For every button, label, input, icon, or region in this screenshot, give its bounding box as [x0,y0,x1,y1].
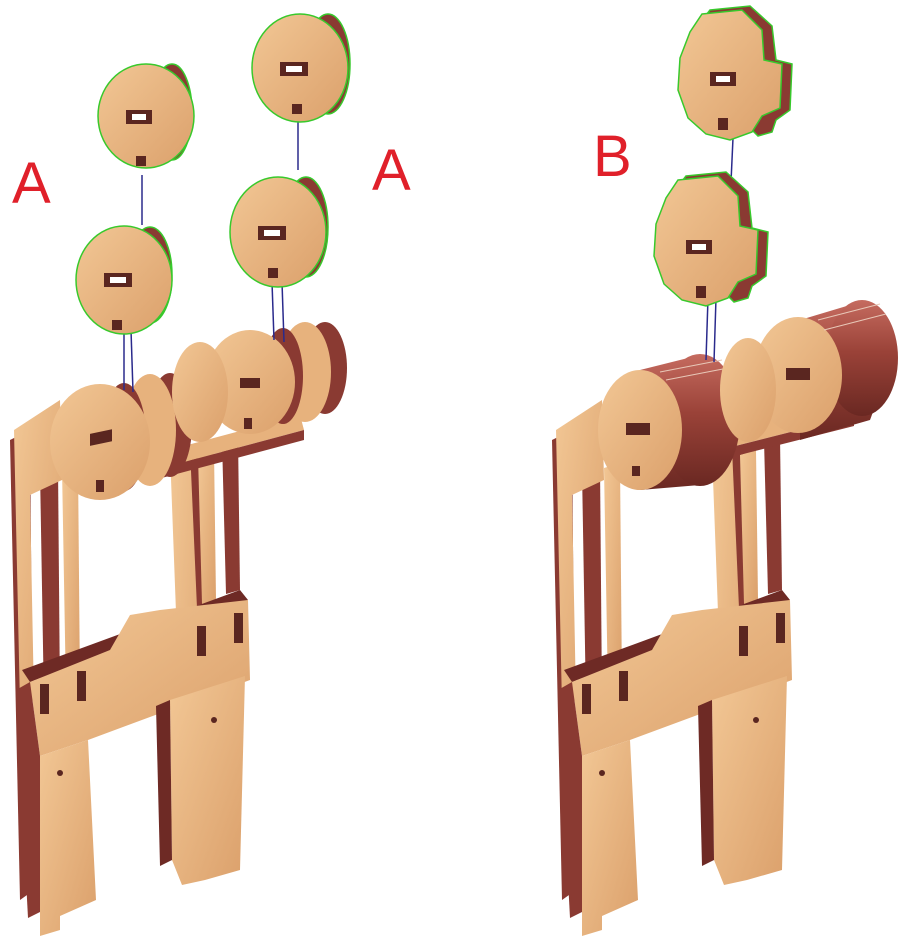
connector-lines-b [705,137,734,363]
floating-cam-left-upper [97,63,195,169]
assembly-a [10,13,351,936]
connector-lines-a [123,120,299,393]
label-b: B [593,124,632,189]
label-a-left: A [12,151,51,216]
floating-notched-cam-upper [677,5,793,141]
frame-right [552,400,792,936]
cam-stack-bottom-right [172,322,347,442]
floating-cam-right-lower [229,176,329,288]
floating-notched-cam-lower [653,171,769,307]
drum-back [720,300,898,442]
label-a-right: A [372,138,411,203]
floating-cam-left-lower [75,225,173,335]
floating-cam-right-upper [251,13,351,123]
frame-left [10,400,250,936]
assembly-b [552,5,898,936]
cam-stack-bottom-left [50,373,192,500]
drum-front [598,354,740,490]
